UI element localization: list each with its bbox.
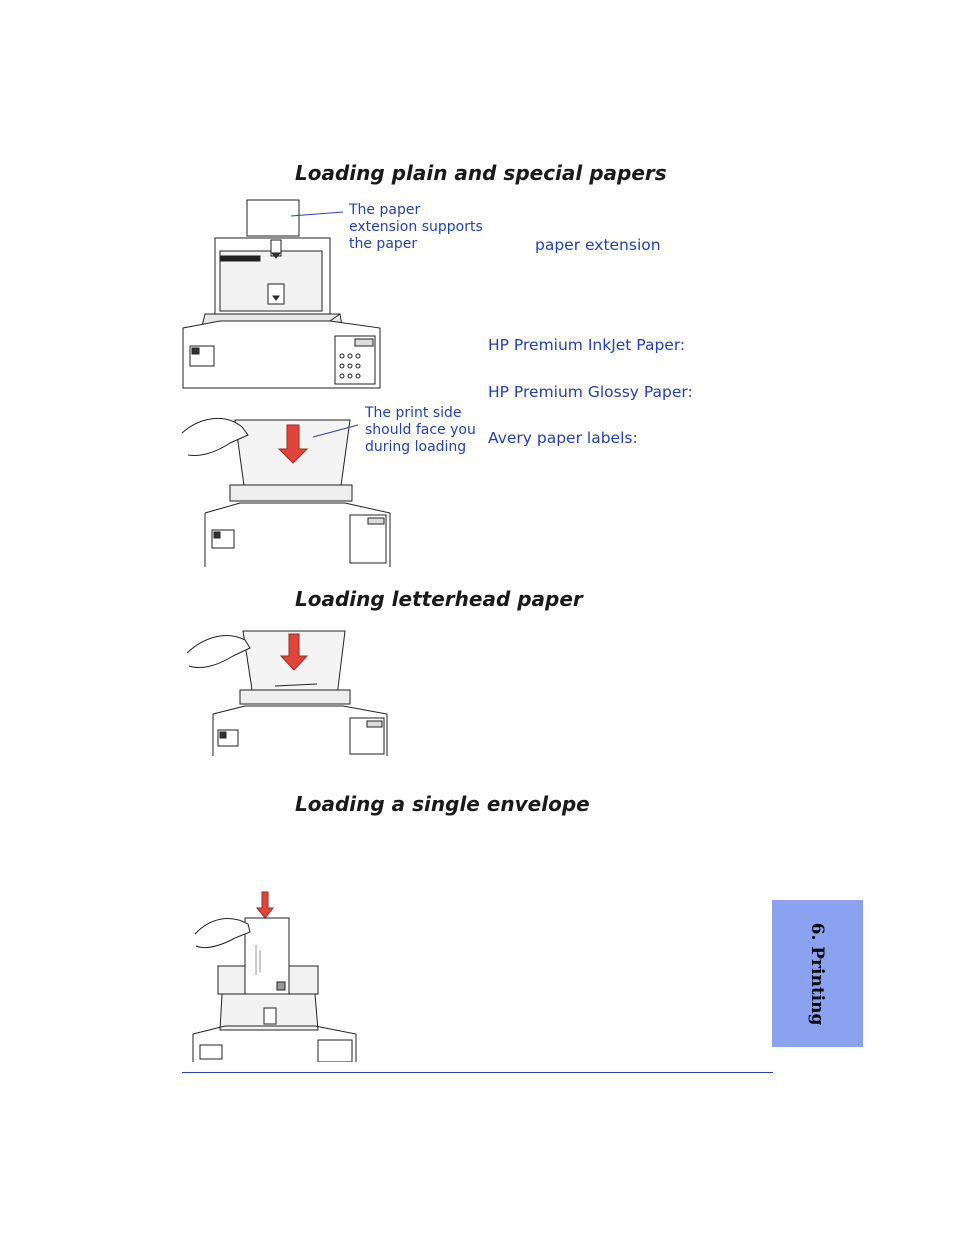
printer-letterhead-illustration — [186, 630, 388, 756]
callout-print-side: The print side should face you during lo… — [365, 405, 476, 456]
page-footer-rule — [182, 1072, 773, 1073]
callout-paper-extension: The paper extension supports the paper — [349, 202, 483, 253]
term-hp-premium-inkjet: HP Premium InkJet Paper: — [488, 336, 686, 354]
callout-line: during loading — [365, 439, 467, 455]
callout-line: extension supports — [349, 219, 483, 235]
printer-envelope-illustration — [192, 891, 357, 1062]
term-avery-labels: Avery paper labels: — [488, 429, 638, 447]
printer-paper-extension-illustration — [182, 199, 381, 389]
term-hp-premium-glossy: HP Premium Glossy Paper: — [488, 383, 693, 401]
section-heading-envelope: Loading a single envelope — [295, 792, 590, 816]
section-heading-letterhead: Loading letterhead paper — [295, 587, 583, 611]
term-paper-extension: paper extension — [535, 236, 661, 254]
callout-line: the paper — [349, 236, 418, 252]
callout-line: The print side — [365, 405, 462, 421]
printer-load-paper-illustration — [181, 417, 391, 567]
chapter-side-tab-label: 6. Printing — [807, 922, 827, 1026]
callout-line: The paper — [349, 202, 421, 218]
section-heading-plain-special: Loading plain and special papers — [295, 161, 667, 185]
chapter-side-tab: 6. Printing — [772, 900, 863, 1047]
callout-line: should face you — [365, 422, 476, 438]
